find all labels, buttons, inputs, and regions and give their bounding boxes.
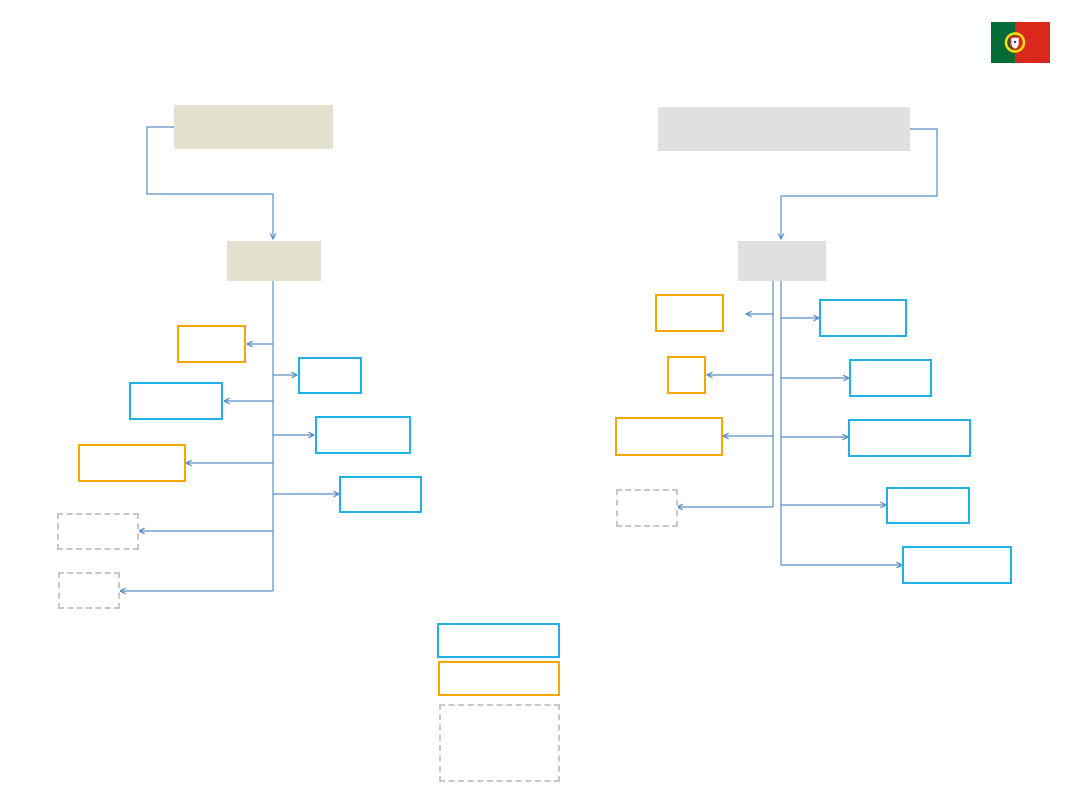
right-node-r1 <box>819 299 907 337</box>
left-node-r1 <box>298 357 362 394</box>
left-node-r3 <box>339 476 422 513</box>
right-node-r3 <box>848 419 971 457</box>
right-node-l4 <box>616 489 678 527</box>
right-header-box <box>658 107 910 151</box>
right-node-r5 <box>902 546 1012 584</box>
legend-item-orange <box>438 661 560 696</box>
left-hub-box <box>227 241 321 281</box>
right-node-r4 <box>886 487 970 524</box>
legend-item-blue <box>437 623 560 658</box>
right-header-connector <box>781 128 938 239</box>
left-node-r2 <box>315 416 411 454</box>
right-hub-box <box>738 241 826 281</box>
left-node-l1 <box>177 325 246 363</box>
legend-item-dashed <box>439 704 560 782</box>
right-node-r2 <box>849 359 932 397</box>
left-node-l3 <box>78 444 186 482</box>
left-node-l5 <box>58 572 120 609</box>
portugal-flag-icon <box>991 22 1050 63</box>
right-node-l1 <box>655 294 724 332</box>
left-node-l4 <box>57 513 139 550</box>
right-node-l2 <box>667 356 706 394</box>
left-header-connector <box>146 126 273 239</box>
left-header-box <box>174 105 333 149</box>
left-node-l2 <box>129 382 223 420</box>
right-node-l3 <box>615 417 723 456</box>
